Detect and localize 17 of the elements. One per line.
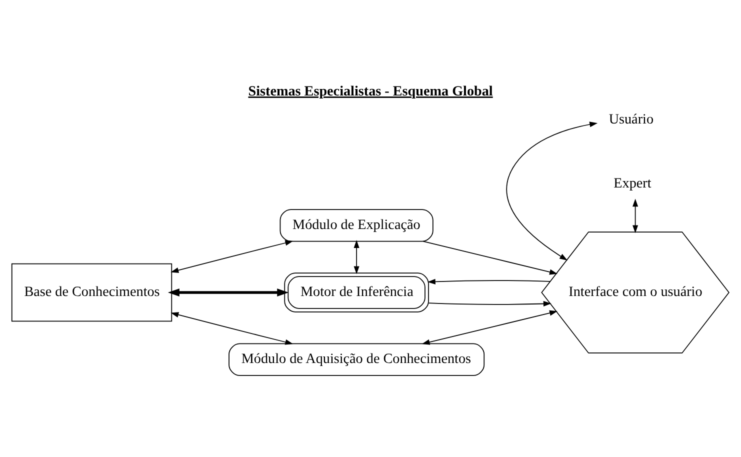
node-box: Módulo de Aquisição de Conhecimentos	[228, 343, 485, 376]
node-box: Módulo de Explicação	[280, 209, 434, 242]
arrow	[428, 300, 552, 307]
node-text: Usuário	[608, 112, 654, 128]
diagram-title: Sistemas Especialistas - Esquema Global	[248, 83, 493, 100]
arrow	[506, 122, 598, 260]
node-text: Expert	[614, 175, 652, 192]
arrow	[632, 198, 638, 234]
arrow	[422, 240, 558, 275]
arrow	[170, 240, 294, 273]
arrow	[168, 288, 289, 297]
arrow	[170, 312, 294, 345]
node-box: Motor de Inferência	[284, 272, 429, 312]
node-box: Base de Conhecimentos	[11, 263, 172, 322]
arrow	[422, 310, 558, 345]
arrow	[354, 240, 360, 274]
arrow	[427, 278, 550, 284]
